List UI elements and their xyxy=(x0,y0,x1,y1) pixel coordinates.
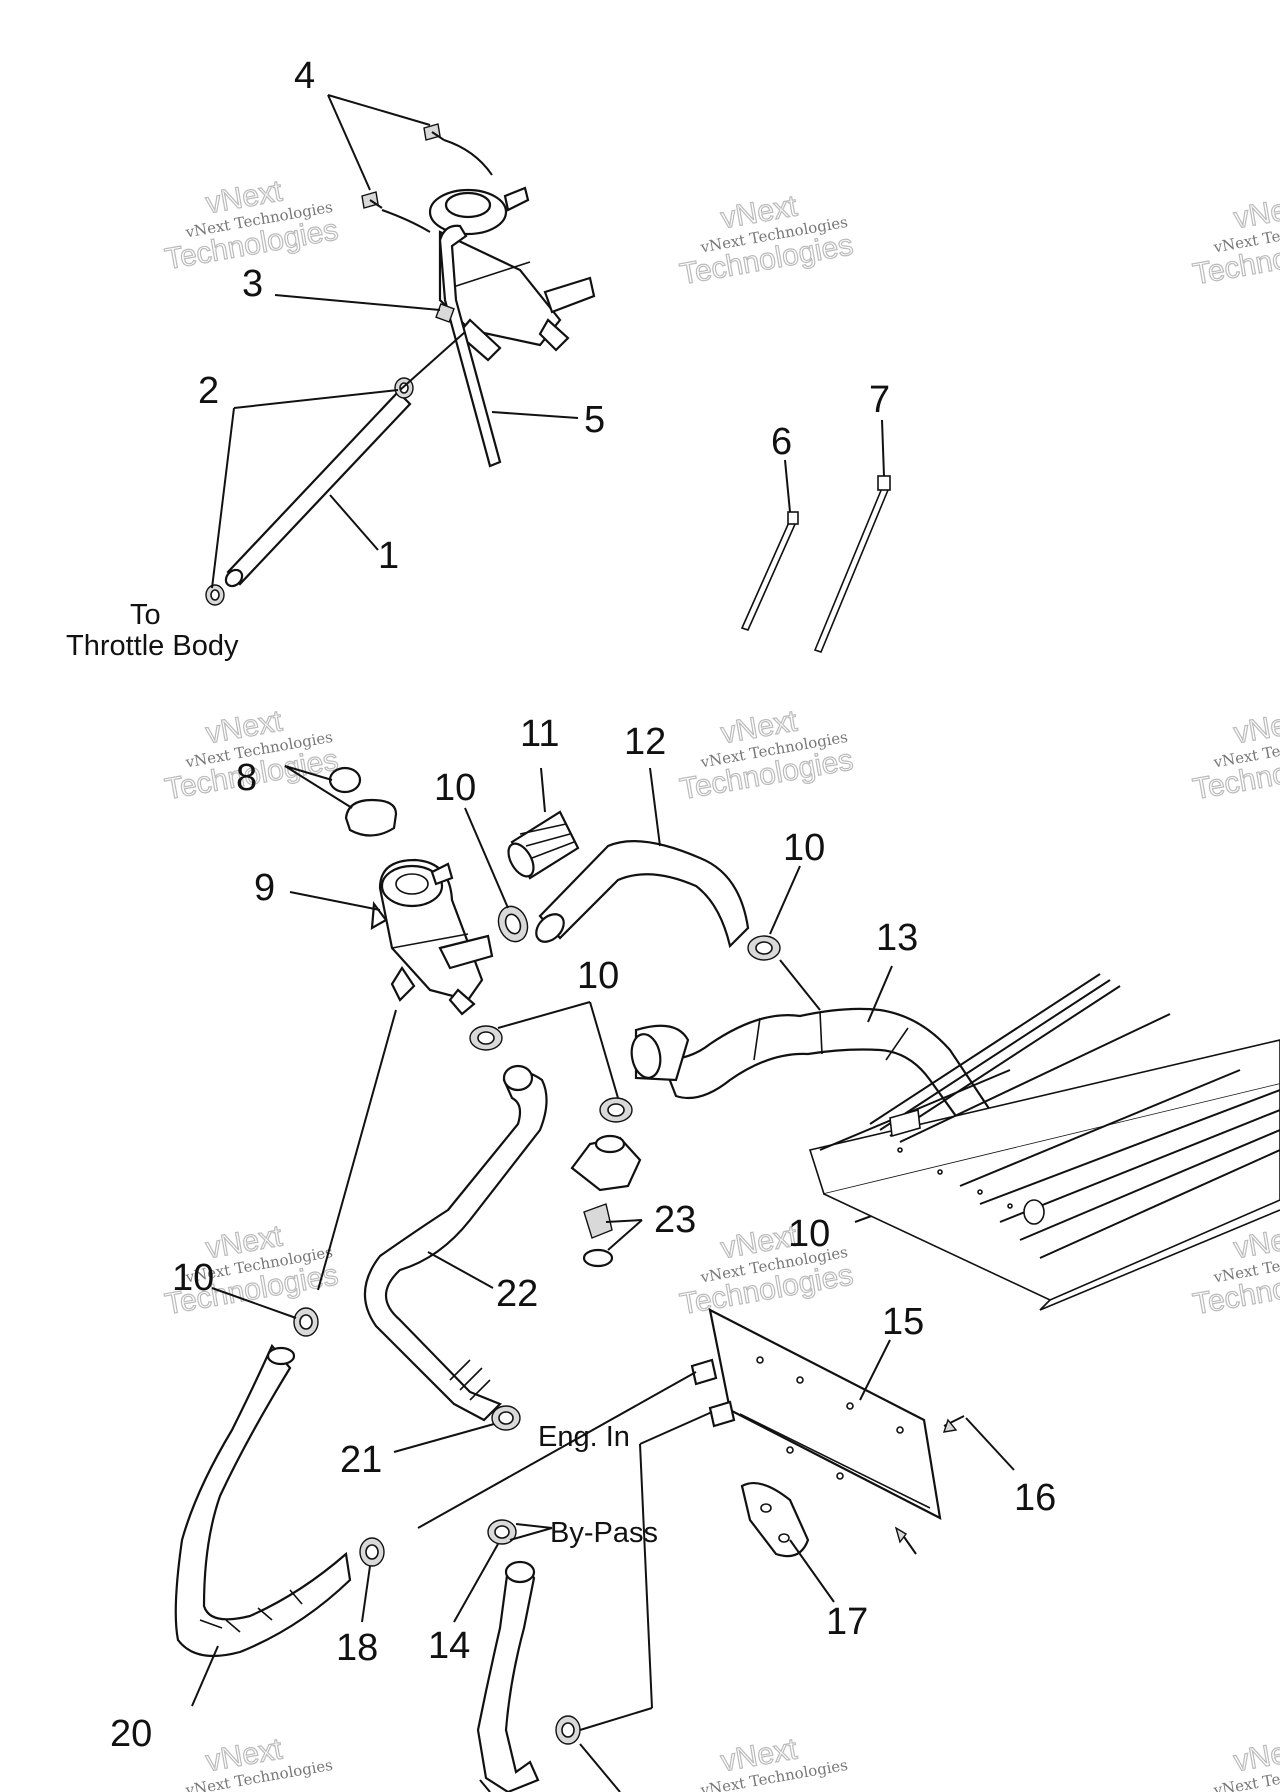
clamp-part-10-b xyxy=(747,935,781,961)
watermark: vNext vNext Technologies Technologies xyxy=(677,189,856,292)
leader-23a xyxy=(605,1219,643,1223)
leader-11 xyxy=(540,767,546,813)
watermark: vNext vNext Technologies Technologies xyxy=(1190,189,1280,292)
callout-4: 4 xyxy=(294,55,315,97)
clamp-part-10-a xyxy=(497,905,529,943)
callout-20: 20 xyxy=(110,1713,152,1755)
callout-9: 9 xyxy=(254,867,275,909)
hose-part-20 xyxy=(174,1343,352,1658)
watermark: vNext vNext Technologies Technologies xyxy=(1190,704,1280,807)
callout-11: 11 xyxy=(520,713,559,755)
leader-22 xyxy=(427,1251,494,1289)
screw-part-4-a xyxy=(423,123,445,141)
callout-23: 23 xyxy=(654,1199,696,1241)
callout-15: 15 xyxy=(882,1301,924,1343)
callout-17: 17 xyxy=(826,1601,868,1643)
leader-12 xyxy=(649,767,661,847)
hose-part-13 xyxy=(630,1007,992,1132)
sleeve-part-11 xyxy=(507,810,580,880)
watermark: vNext vNext Technologies Technologies xyxy=(162,174,341,277)
leader-15 xyxy=(859,1339,891,1401)
coolant-reservoir-upper xyxy=(428,186,596,362)
clamp-part-18 xyxy=(359,1537,385,1567)
leader-20 xyxy=(191,1645,219,1707)
rivet-part-16-b xyxy=(894,1526,917,1555)
note-eng-in: Eng. In xyxy=(538,1421,630,1453)
callout-10-b: 10 xyxy=(783,827,825,869)
hose-part-12 xyxy=(535,840,750,949)
callout-16: 16 xyxy=(1014,1477,1056,1519)
callout-6: 6 xyxy=(771,421,792,463)
leader-6 xyxy=(784,459,791,513)
note-to: To xyxy=(130,599,161,631)
cap-part-8 xyxy=(328,766,398,837)
leader-bottom-hose xyxy=(479,1779,491,1792)
callout-labels: 1 2 3 4 5 6 7 8 9 10 10 10 10 10 11 12 1… xyxy=(66,55,1056,1755)
clamp-bottom xyxy=(555,1715,581,1745)
cable-tie-part-6 xyxy=(740,511,799,631)
leader-lines-upper xyxy=(211,94,579,589)
note-by-pass: By-Pass xyxy=(550,1517,658,1549)
watermark: vNext vNext Technologies xyxy=(1211,1732,1280,1792)
leader-8a xyxy=(284,765,333,781)
clamp-part-10-c xyxy=(469,1025,503,1051)
callout-22: 22 xyxy=(496,1273,538,1315)
leader-21 xyxy=(393,1423,495,1453)
callout-10-d: 10 xyxy=(788,1213,830,1255)
leader-17 xyxy=(789,1539,835,1603)
heat-exchanger xyxy=(808,973,1280,1311)
callout-3: 3 xyxy=(242,263,263,305)
callout-13: 13 xyxy=(876,917,918,959)
lower-hose xyxy=(476,1560,540,1792)
leader-13 xyxy=(867,965,893,1023)
clamp-part-21 xyxy=(491,1405,521,1431)
cable-tie-part-7 xyxy=(813,475,891,653)
callout-5: 5 xyxy=(584,399,605,441)
leader-14 xyxy=(453,1543,499,1623)
bracket-part-15 xyxy=(690,1307,942,1520)
callout-12: 12 xyxy=(624,721,666,763)
reservoir-part-9 xyxy=(370,858,494,1016)
leader-18 xyxy=(361,1565,371,1623)
rivet-part-16-a xyxy=(942,1415,965,1433)
callout-10-e: 10 xyxy=(172,1257,214,1299)
clamp-part-2-lower xyxy=(205,584,225,606)
connection-lines xyxy=(317,1009,713,1731)
clamp-part-10-f xyxy=(293,1307,319,1337)
callout-18: 18 xyxy=(336,1627,378,1669)
leader-lines-10 xyxy=(211,807,993,1319)
leader-23b xyxy=(607,1219,643,1251)
tube-part-5 xyxy=(438,224,502,468)
callout-10-c: 10 xyxy=(577,955,619,997)
leader-bottom-clamp xyxy=(579,1743,621,1792)
callout-21: 21 xyxy=(340,1439,382,1481)
clamp-part-14 xyxy=(487,1519,517,1545)
callout-14: 14 xyxy=(428,1625,470,1667)
leader-16 xyxy=(965,1417,1015,1471)
watermark: vNext vNext Technologies Technologies xyxy=(677,704,856,807)
callout-7: 7 xyxy=(869,379,890,421)
callout-10-a: 10 xyxy=(434,767,476,809)
hose-part-22 xyxy=(363,1064,548,1422)
hose-part-1 xyxy=(224,390,412,588)
callout-2: 2 xyxy=(198,370,219,412)
watermark: vNext vNext Technologies xyxy=(698,1732,849,1792)
clamp-part-10-d xyxy=(599,1097,633,1123)
leader-8b xyxy=(284,765,353,809)
screw-part-4-b xyxy=(361,191,383,209)
grommet-part-17 xyxy=(740,1482,810,1558)
callout-8: 8 xyxy=(236,757,257,799)
leader-7 xyxy=(881,419,885,477)
watermarks: vNext vNext Technologies Technologies vN… xyxy=(162,174,1280,1792)
leader-9 xyxy=(289,891,381,911)
note-throttle-body: Throttle Body xyxy=(66,630,239,662)
watermark: vNext vNext Technologies xyxy=(183,1732,334,1792)
thermostat-part-23 xyxy=(570,1134,642,1268)
callout-1: 1 xyxy=(378,535,399,577)
